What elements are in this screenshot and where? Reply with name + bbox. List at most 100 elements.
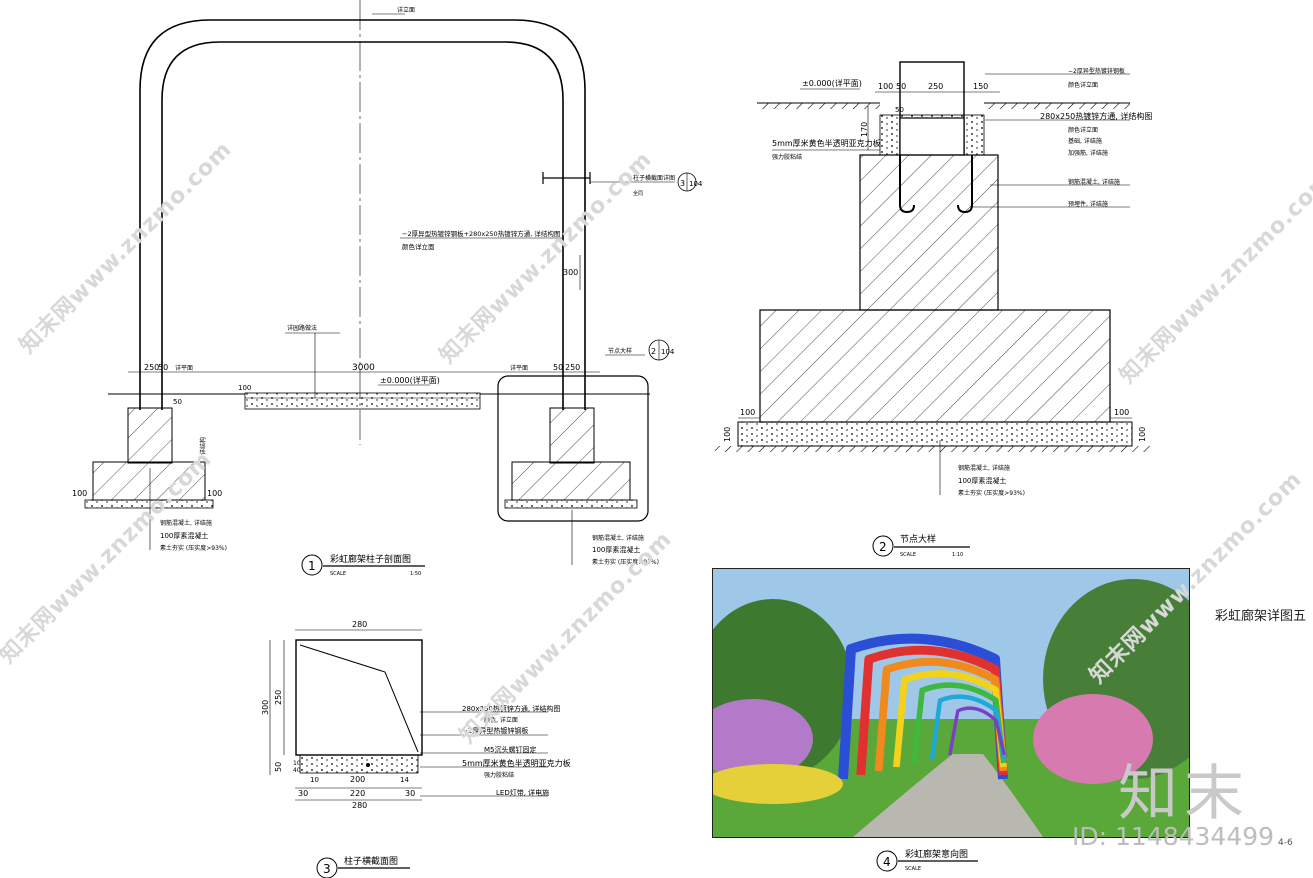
view-3-number: 3	[323, 862, 331, 876]
dim-100-c: 100	[207, 489, 222, 498]
view-2-title: 节点大样	[900, 533, 936, 545]
node-dim-100: 100	[878, 82, 893, 91]
cross-dim-bottom: 280	[352, 801, 367, 810]
node-bottom-note-2: 100厚素混凝土	[958, 476, 1006, 485]
node-note-7: 钢筋混凝土, 详结施	[1068, 178, 1120, 186]
node-dim-50: 50	[896, 82, 906, 91]
node-plate-note: 5mm厚米黄色半透明亚克力板	[772, 138, 881, 148]
pipe-note-1: −2厚异型热镀锌钢板+280x250热镀锌方通, 详结构图	[402, 229, 560, 238]
node-dim-100-rv: 100	[1138, 427, 1147, 442]
node-bottom-note-3: 素土夯实 (压实度>93%)	[958, 489, 1025, 497]
view-2-scale: 1:10	[952, 552, 963, 558]
view-1-scale-label: SCALE	[330, 571, 346, 577]
node-plate-note-b: 强力胶粘结	[772, 153, 802, 161]
node-dim-150: 150	[973, 82, 988, 91]
view-1-number: 1	[308, 559, 316, 573]
cross-note-7: LED灯带, 详电施	[496, 788, 549, 797]
node-ref-sheet: 104	[661, 348, 675, 356]
view-3-title: 柱子横截面图	[344, 855, 398, 867]
view-4-scale-label: SCALE	[905, 866, 921, 872]
node-dim-170: 170	[860, 122, 869, 137]
node-ref-label: 节点大样	[608, 347, 632, 355]
pipe-note-2: 颜色详立面	[402, 242, 435, 251]
node-note-2: 颜色详立面	[1068, 81, 1098, 89]
cross-dim-top: 280	[352, 620, 367, 629]
cross-note-4: M5沉头螺钉固定	[484, 745, 537, 754]
note-left-3: 素土夯实 (压实度>93%)	[160, 544, 227, 552]
cross-dim-250: 250	[274, 690, 283, 705]
dim-50: 50	[173, 398, 182, 406]
level-mark: ±0.000(详平面)	[380, 375, 440, 385]
cross-dim-30b: 30	[405, 789, 415, 798]
note-left-2: 100厚素混凝土	[160, 531, 208, 540]
cross-dim-220: 220	[350, 789, 365, 798]
note-left-1: 钢筋混凝土, 详结施	[160, 519, 212, 527]
node-dim-250: 250	[928, 82, 943, 91]
top-note: 详立面	[397, 6, 415, 14]
brand-id: ID: 1148434499	[1072, 822, 1275, 851]
cross-dim-10a: 10	[293, 760, 301, 767]
cross-note-6: 强力胶粘结	[484, 771, 514, 779]
view-4-title-block: 4 彩虹廊架意向图 SCALE	[876, 848, 978, 872]
cross-note-2: 颜色, 详立面	[484, 716, 518, 724]
view-2-number: 2	[879, 540, 887, 554]
arch-4	[893, 670, 1007, 768]
view-1-column-section: 详立面 柱子横截面详图 全同 3 104 −2厚异型热镀锌钢板+280x250热…	[72, 0, 703, 577]
view-2-scale-label: SCALE	[900, 552, 916, 558]
cross-note-5: 5mm厚米黄色半透明亚克力板	[462, 758, 571, 768]
rainbow-arch-rendering-image	[712, 568, 1190, 838]
node-dim-100-lv: 100	[723, 427, 732, 442]
dim-100-b: 100	[72, 489, 87, 498]
ground-right: 详平面	[510, 364, 528, 372]
view-1-scale: 1:50	[410, 571, 421, 577]
dim-100-a: 100	[238, 384, 251, 392]
node-note-4: 颜色详立面	[1068, 126, 1098, 134]
cross-note-3: −2厚异型热镀锌钢板	[462, 726, 528, 735]
node-note-3: 280x250热镀锌方通, 详结构图	[1040, 111, 1152, 121]
rainbow-arches	[838, 633, 1008, 780]
node-dim-50-b: 50	[895, 106, 904, 114]
note-right-3: 素土夯实 (压实度>93%)	[592, 558, 659, 566]
arch-6	[929, 694, 1007, 760]
vert-note: 详结构	[199, 437, 207, 455]
paving-note: 详园路做法	[287, 324, 317, 332]
view-1-title: 彩虹廊架柱子剖面图	[330, 553, 411, 565]
view-3-cross-section: 280 300 250 50 10 40 200 10 14 30 220 30…	[261, 620, 571, 878]
brand-logo: 知末	[1118, 759, 1250, 829]
arch-7	[948, 706, 1006, 756]
dim-right-250: 250	[565, 363, 580, 372]
node-note-5: 基础, 详结施	[1068, 137, 1102, 145]
arch-5	[911, 682, 1007, 764]
cross-dim-30a: 30	[298, 789, 308, 798]
section-ref-num: 3	[680, 179, 685, 188]
dim-3000: 3000	[352, 363, 375, 373]
cross-dim-300: 300	[261, 700, 270, 715]
node-dim-100-left: 100	[740, 408, 755, 417]
dim-left-50: 50	[158, 363, 168, 372]
node-ref-num: 2	[651, 347, 656, 356]
arch-2	[856, 645, 1008, 776]
cross-dim-50: 50	[274, 762, 283, 772]
node-dim-100-right: 100	[1114, 408, 1129, 417]
cross-dim-14: 14	[400, 776, 409, 784]
node-note-1: −2厚异型热镀锌钢板	[1068, 67, 1125, 75]
cross-dim-10: 10	[310, 776, 319, 784]
dim-300: 300	[563, 268, 578, 277]
section-ref-label: 柱子横截面详图	[633, 174, 675, 182]
ground-left: 详平面	[175, 364, 193, 372]
note-right-1: 钢筋混凝土, 详结施	[592, 534, 644, 542]
dim-right-50: 50	[553, 363, 563, 372]
cross-note-1: 280x250热镀锌方通, 详结构图	[462, 704, 560, 713]
view-2-node-detail: 100 50 250 150 50 170 ±0.000(详平面) 5mm厚米黄…	[715, 61, 1155, 558]
sheet-number: 4-6	[1278, 838, 1293, 848]
node-level: ±0.000(详平面)	[802, 78, 862, 88]
node-note-6: 加强筋, 详结施	[1068, 149, 1108, 157]
view-4-number: 4	[883, 855, 891, 869]
view-4-title: 彩虹廊架意向图	[905, 848, 968, 860]
section-ref-sub: 全同	[633, 190, 643, 197]
dim-left-250: 250	[144, 363, 159, 372]
cross-dim-200: 200	[350, 775, 365, 784]
section-ref-sheet: 104	[689, 180, 703, 188]
sheet-title: 彩虹廊架详图五	[1215, 609, 1307, 624]
